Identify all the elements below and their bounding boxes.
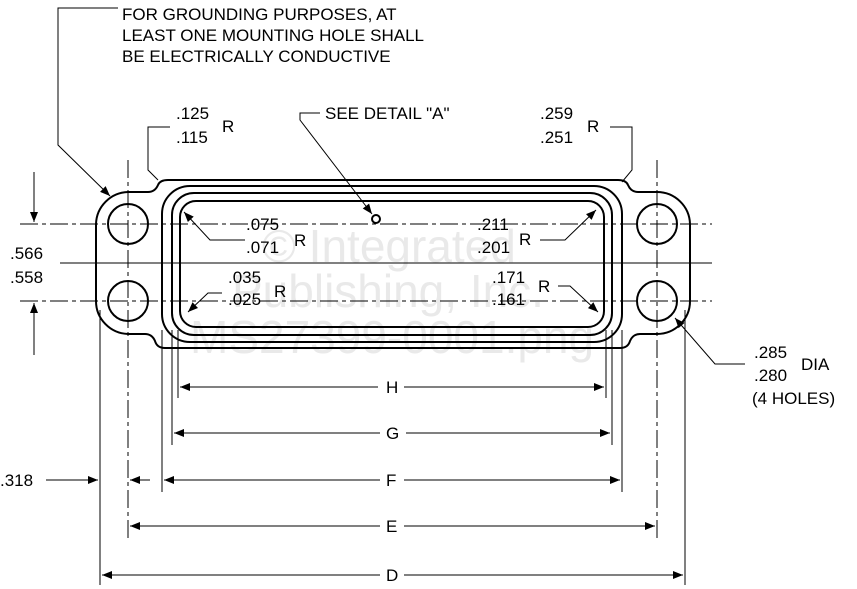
detail-a-point xyxy=(371,214,381,224)
svg-text:DIA: DIA xyxy=(801,355,830,374)
svg-text:R: R xyxy=(294,231,306,250)
svg-text:.025: .025 xyxy=(228,290,261,309)
dim-G: G xyxy=(386,424,399,443)
svg-text:.071: .071 xyxy=(246,238,279,257)
svg-text:Publishing, Inc.: Publishing, Inc. xyxy=(232,265,544,317)
svg-text:LEAST ONE MOUNTING HOLE SHALL: LEAST ONE MOUNTING HOLE SHALL xyxy=(122,26,424,45)
svg-text:R: R xyxy=(538,277,550,296)
svg-text:.566: .566 xyxy=(10,244,43,263)
svg-text:.558: .558 xyxy=(10,268,43,287)
svg-text:(4 HOLES): (4 HOLES) xyxy=(752,389,835,408)
svg-text:MS27399-0001.png: MS27399-0001.png xyxy=(190,311,594,363)
dim-offset: .318 xyxy=(0,471,33,490)
svg-text:.285: .285 xyxy=(754,343,787,362)
svg-text:.201: .201 xyxy=(477,238,510,257)
inner-cutout xyxy=(179,200,605,328)
watermark: © Integrated Publishing, Inc. MS27399-00… xyxy=(190,220,594,363)
outer-cutout xyxy=(161,185,623,343)
svg-text:.125: .125 xyxy=(176,104,209,123)
svg-text:.161: .161 xyxy=(492,290,525,309)
svg-text:R: R xyxy=(274,282,286,301)
dim-E: E xyxy=(386,517,397,536)
svg-text:.259: .259 xyxy=(540,104,573,123)
svg-text:.075: .075 xyxy=(246,215,279,234)
svg-text:.251: .251 xyxy=(540,128,573,147)
svg-text:.115: .115 xyxy=(176,128,208,147)
svg-text:FOR GROUNDING PURPOSES, AT: FOR GROUNDING PURPOSES, AT xyxy=(122,5,397,24)
svg-text:R: R xyxy=(587,117,599,136)
svg-text:.211: .211 xyxy=(477,215,509,234)
svg-text:R: R xyxy=(222,117,234,136)
svg-text:R: R xyxy=(519,230,531,249)
see-detail-note: SEE DETAIL "A" xyxy=(325,104,450,123)
dim-D: D xyxy=(386,566,398,585)
svg-text:.280: .280 xyxy=(754,366,787,385)
svg-text:.035: .035 xyxy=(228,268,261,287)
svg-text:.171: .171 xyxy=(492,268,525,287)
middle-cutout xyxy=(171,192,613,336)
svg-text:BE ELECTRICALLY CONDUCTIVE: BE ELECTRICALLY CONDUCTIVE xyxy=(122,47,391,66)
dim-H: H xyxy=(386,378,398,397)
dim-F: F xyxy=(386,471,396,490)
